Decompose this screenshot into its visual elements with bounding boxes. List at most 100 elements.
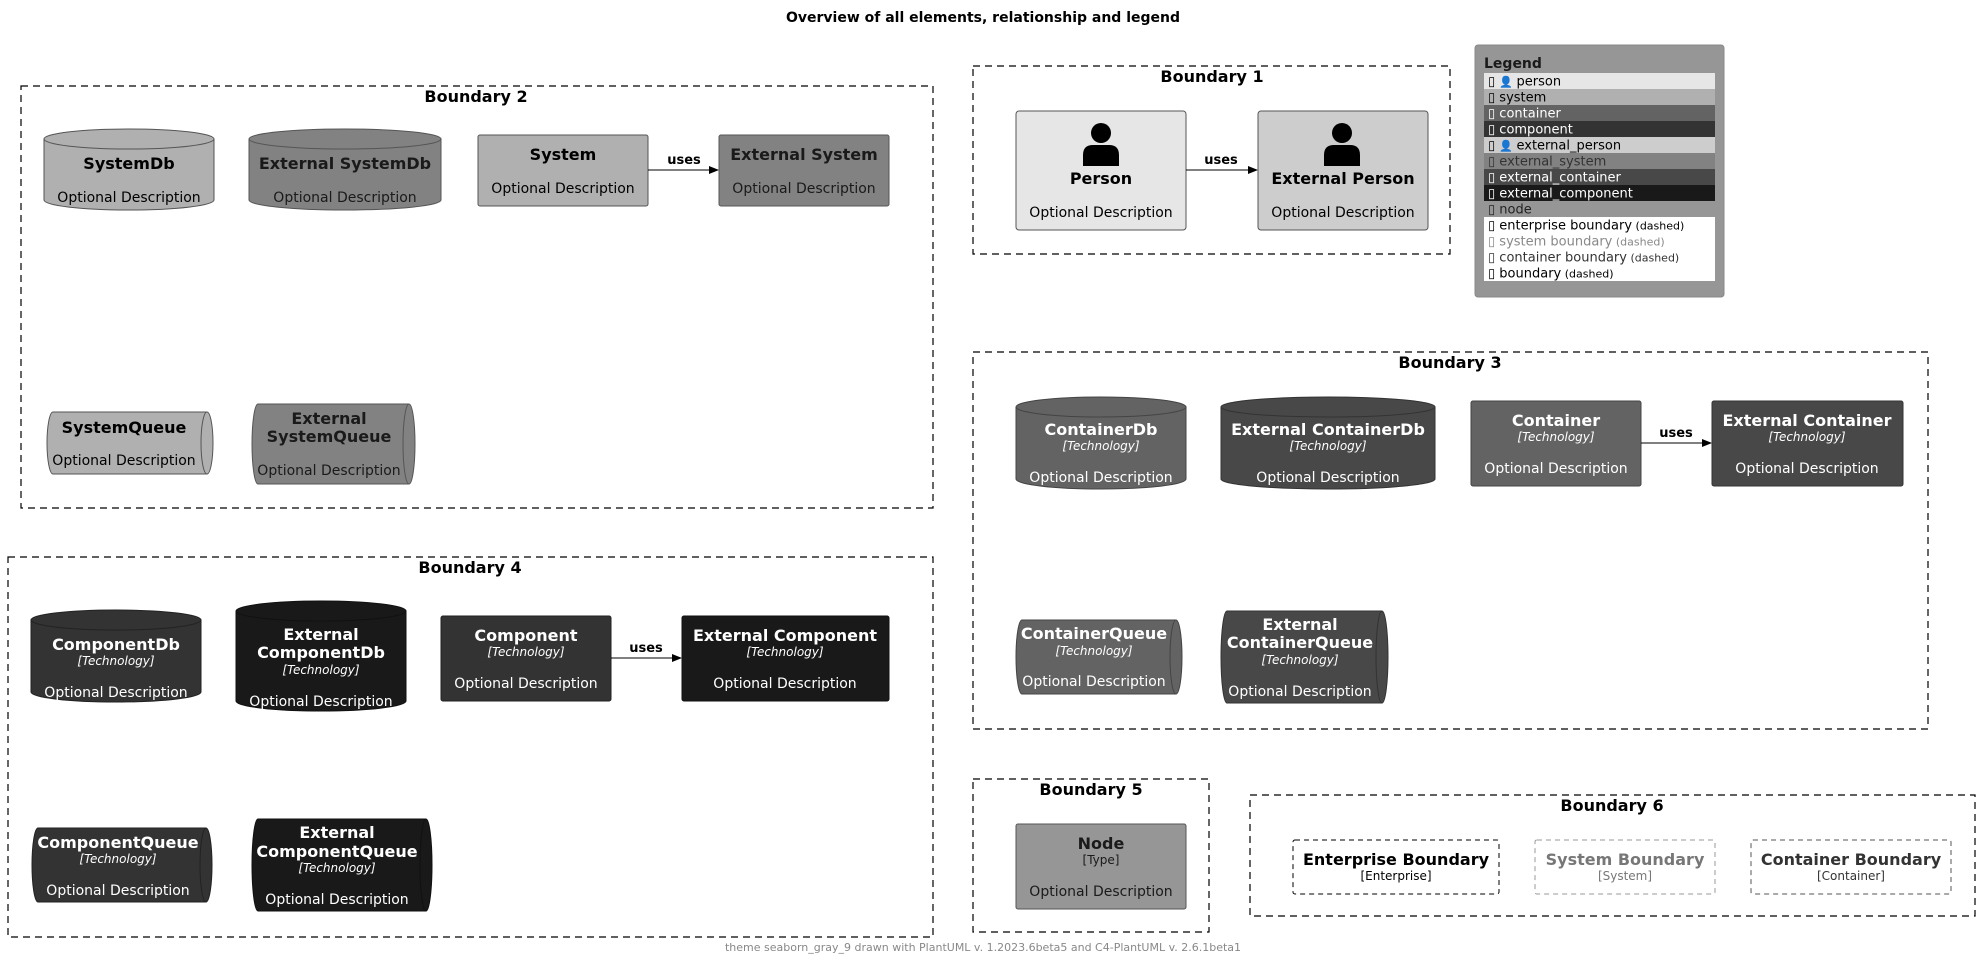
- external-component-db[interactable]: External ComponentDb [Technology] Option…: [235, 600, 407, 712]
- external-container-queue[interactable]: External ContainerQueue [Technology] Opt…: [1220, 610, 1389, 704]
- legend-row-text: ▯ external_component: [1488, 187, 1633, 202]
- external-component-queue-technology: [Technology]: [298, 861, 375, 875]
- external-system-db[interactable]: External SystemDb Optional Description: [248, 128, 442, 211]
- legend-title: Legend: [1484, 56, 1542, 72]
- external-container-db[interactable]: External ContainerDb [Technology] Option…: [1220, 396, 1436, 490]
- boundary-6-title: Boundary 6: [1560, 796, 1663, 815]
- external-system-queue[interactable]: External SystemQueue Optional Descriptio…: [251, 403, 416, 485]
- enterprise-boundary-label: Enterprise Boundary: [1303, 850, 1490, 869]
- legend-label: node: [1499, 203, 1531, 218]
- legend-glyph-icon: ▯: [1488, 75, 1499, 90]
- container-db[interactable]: ContainerDb [Technology] Optional Descri…: [1015, 396, 1187, 490]
- component-queue-label: ComponentQueue: [37, 833, 198, 852]
- component-box[interactable]: Component [Technology] Optional Descript…: [440, 615, 612, 702]
- component-queue[interactable]: ComponentQueue [Technology] Optional Des…: [31, 827, 213, 903]
- legend-glyph-icon: ▯: [1488, 123, 1499, 138]
- legend-label: enterprise boundary: [1499, 219, 1632, 234]
- container-db-description: Optional Description: [1029, 470, 1172, 486]
- external-system-db-description: Optional Description: [273, 190, 416, 206]
- external-container-db-label: External ContainerDb: [1231, 420, 1425, 439]
- container-queue-label: ContainerQueue: [1021, 624, 1167, 643]
- external-person-label: External Person: [1271, 169, 1414, 188]
- container-boundary[interactable]: Container Boundary [Container]: [1750, 839, 1952, 895]
- container-label: Container: [1512, 411, 1600, 430]
- legend-row-text: ▯ 👤 external_person: [1488, 139, 1621, 154]
- person-box[interactable]: Person Optional Description: [1015, 110, 1187, 231]
- legend-label: system: [1499, 91, 1546, 106]
- legend-glyph-icon: ▯: [1488, 139, 1499, 154]
- system-description: Optional Description: [491, 181, 634, 197]
- external-person-box[interactable]: External Person Optional Description: [1257, 110, 1429, 231]
- legend-row-external-container: ▯ external_container: [1484, 169, 1715, 186]
- boundary-1: Boundary 1: [972, 65, 1451, 255]
- container-boundary-tag: [Container]: [1817, 869, 1885, 883]
- container-box[interactable]: Container [Technology] Optional Descript…: [1470, 400, 1642, 487]
- enterprise-boundary-tag: [Enterprise]: [1360, 869, 1431, 883]
- boundary-5-title: Boundary 5: [1039, 780, 1142, 799]
- boundary-1-title: Boundary 1: [1160, 67, 1263, 86]
- external-component-technology: [Technology]: [746, 645, 823, 659]
- container-boundary-label: Container Boundary: [1761, 850, 1942, 869]
- external-system-box[interactable]: External System Optional Description: [718, 134, 890, 207]
- boundary-4: Boundary 4: [7, 556, 934, 938]
- legend-glyph-icon: ▯: [1488, 107, 1499, 122]
- system-boundary[interactable]: System Boundary [System]: [1534, 839, 1716, 895]
- legend-row-container: ▯ container: [1484, 105, 1715, 122]
- external-container-queue-technology: [Technology]: [1261, 653, 1338, 667]
- person-label: Person: [1070, 169, 1132, 188]
- legend-glyph-icon: ▯: [1488, 251, 1499, 266]
- boundary-4-title: Boundary 4: [418, 558, 521, 577]
- relation-person-uses-external-person: uses: [1186, 153, 1258, 174]
- legend-row-text: ▯ component: [1488, 123, 1573, 138]
- boundary-3-title: Boundary 3: [1398, 353, 1501, 372]
- component-db-label: ComponentDb: [52, 635, 180, 654]
- legend-row-text: ▯ external_container: [1488, 171, 1622, 186]
- legend-row-text: ▯ system boundary (dashed): [1488, 235, 1665, 250]
- container-description: Optional Description: [1484, 461, 1627, 477]
- legend-dashed-note: (dashed): [1561, 268, 1613, 281]
- external-component-queue-description: Optional Description: [265, 892, 408, 908]
- legend-row-external-component: ▯ external_component: [1484, 185, 1715, 202]
- legend-label: person: [1517, 75, 1562, 90]
- system-db[interactable]: SystemDb Optional Description: [43, 128, 215, 211]
- external-component-db-label-1: External: [283, 625, 358, 644]
- component-db[interactable]: ComponentDb [Technology] Optional Descri…: [30, 609, 202, 703]
- system-queue-label: SystemQueue: [62, 418, 187, 437]
- legend-person-icon: 👤: [1499, 140, 1516, 153]
- enterprise-boundary[interactable]: Enterprise Boundary [Enterprise]: [1292, 839, 1500, 895]
- legend-swatch: [1484, 73, 1715, 89]
- boundary-2: Boundary 2: [20, 85, 934, 509]
- legend-label: component: [1499, 123, 1573, 138]
- legend-swatch: [1484, 249, 1715, 265]
- legend-person-icon: 👤: [1499, 76, 1516, 89]
- legend-label: external_system: [1499, 155, 1606, 170]
- external-container-queue-label-1: External: [1262, 615, 1337, 634]
- node-box[interactable]: Node [Type] Optional Description: [1015, 823, 1187, 910]
- system-label: System: [530, 145, 597, 164]
- component-db-description: Optional Description: [44, 685, 187, 701]
- component-db-technology: [Technology]: [77, 654, 154, 668]
- external-container-box[interactable]: External Container [Technology] Optional…: [1711, 400, 1904, 487]
- system-boundary-tag: [System]: [1598, 869, 1652, 883]
- external-container-queue-label-2: ContainerQueue: [1227, 633, 1373, 652]
- legend-swatch: [1484, 233, 1715, 249]
- external-component-box[interactable]: External Component [Technology] Optional…: [681, 615, 890, 702]
- component-description: Optional Description: [454, 676, 597, 692]
- legend-row-container-boundary: ▯ container boundary (dashed): [1484, 249, 1715, 266]
- external-component-queue[interactable]: External ComponentQueue [Technology] Opt…: [251, 818, 433, 912]
- system-box[interactable]: System Optional Description: [477, 134, 649, 207]
- external-component-db-technology: [Technology]: [282, 663, 359, 677]
- diagram-title: Overview of all elements, relationship a…: [786, 10, 1180, 26]
- external-system-queue-label-1: External: [291, 409, 366, 428]
- footer-credit: theme seaborn_gray_9 drawn with PlantUML…: [725, 941, 1241, 954]
- node-label: Node: [1078, 834, 1125, 853]
- system-queue[interactable]: SystemQueue Optional Description: [46, 411, 214, 475]
- component-queue-description: Optional Description: [46, 883, 189, 899]
- legend-label: boundary: [1499, 267, 1561, 282]
- container-queue[interactable]: ContainerQueue [Technology] Optional Des…: [1015, 619, 1183, 695]
- legend-row-component: ▯ component: [1484, 121, 1715, 138]
- legend-row-external-person: ▯ 👤 external_person: [1484, 137, 1715, 154]
- legend-swatch: [1484, 217, 1715, 233]
- external-system-queue-description: Optional Description: [257, 463, 400, 479]
